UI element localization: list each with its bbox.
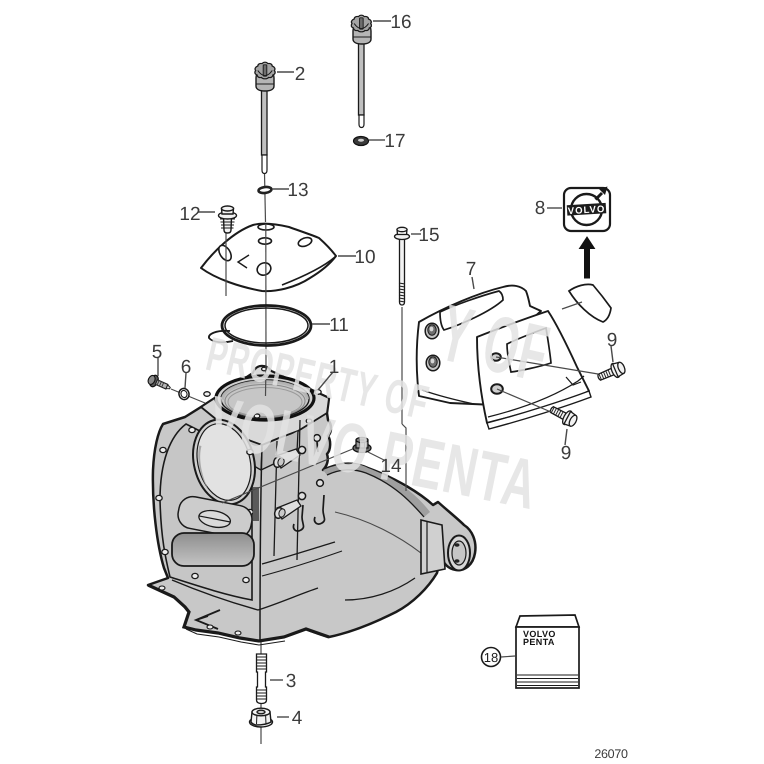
svg-text:5: 5 — [152, 342, 163, 363]
svg-text:6: 6 — [181, 357, 192, 378]
svg-text:3: 3 — [286, 671, 297, 692]
svg-text:16: 16 — [390, 12, 411, 33]
svg-text:VOLVO: VOLVO — [523, 629, 556, 639]
svg-text:13: 13 — [287, 180, 308, 201]
svg-text:8: 8 — [535, 198, 546, 219]
svg-text:4: 4 — [292, 708, 303, 729]
svg-text:11: 11 — [329, 315, 349, 336]
svg-text:17: 17 — [384, 131, 405, 152]
svg-text:PENTA: PENTA — [523, 637, 555, 647]
svg-text:9: 9 — [561, 443, 572, 464]
svg-text:9: 9 — [607, 330, 618, 351]
svg-text:26070: 26070 — [594, 747, 628, 761]
svg-text:2: 2 — [295, 64, 306, 85]
svg-text:10: 10 — [354, 247, 375, 268]
svg-text:VOLVO: VOLVO — [568, 204, 606, 217]
svg-text:12: 12 — [179, 204, 200, 225]
svg-text:7: 7 — [466, 259, 477, 280]
svg-text:1: 1 — [329, 357, 340, 378]
svg-text:15: 15 — [418, 225, 439, 246]
svg-text:18: 18 — [484, 650, 498, 665]
svg-text:14: 14 — [380, 456, 402, 477]
